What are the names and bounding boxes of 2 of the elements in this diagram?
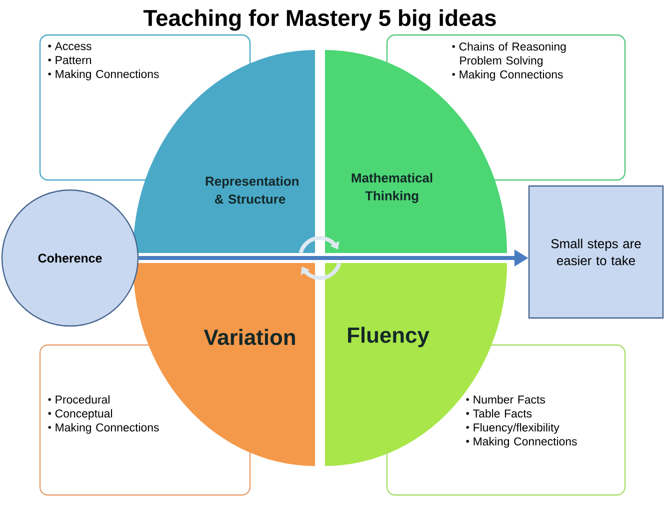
title: Teaching for Mastery 5 big ideas xyxy=(143,9,496,31)
text-box: Small steps are easier to take xyxy=(528,185,664,319)
